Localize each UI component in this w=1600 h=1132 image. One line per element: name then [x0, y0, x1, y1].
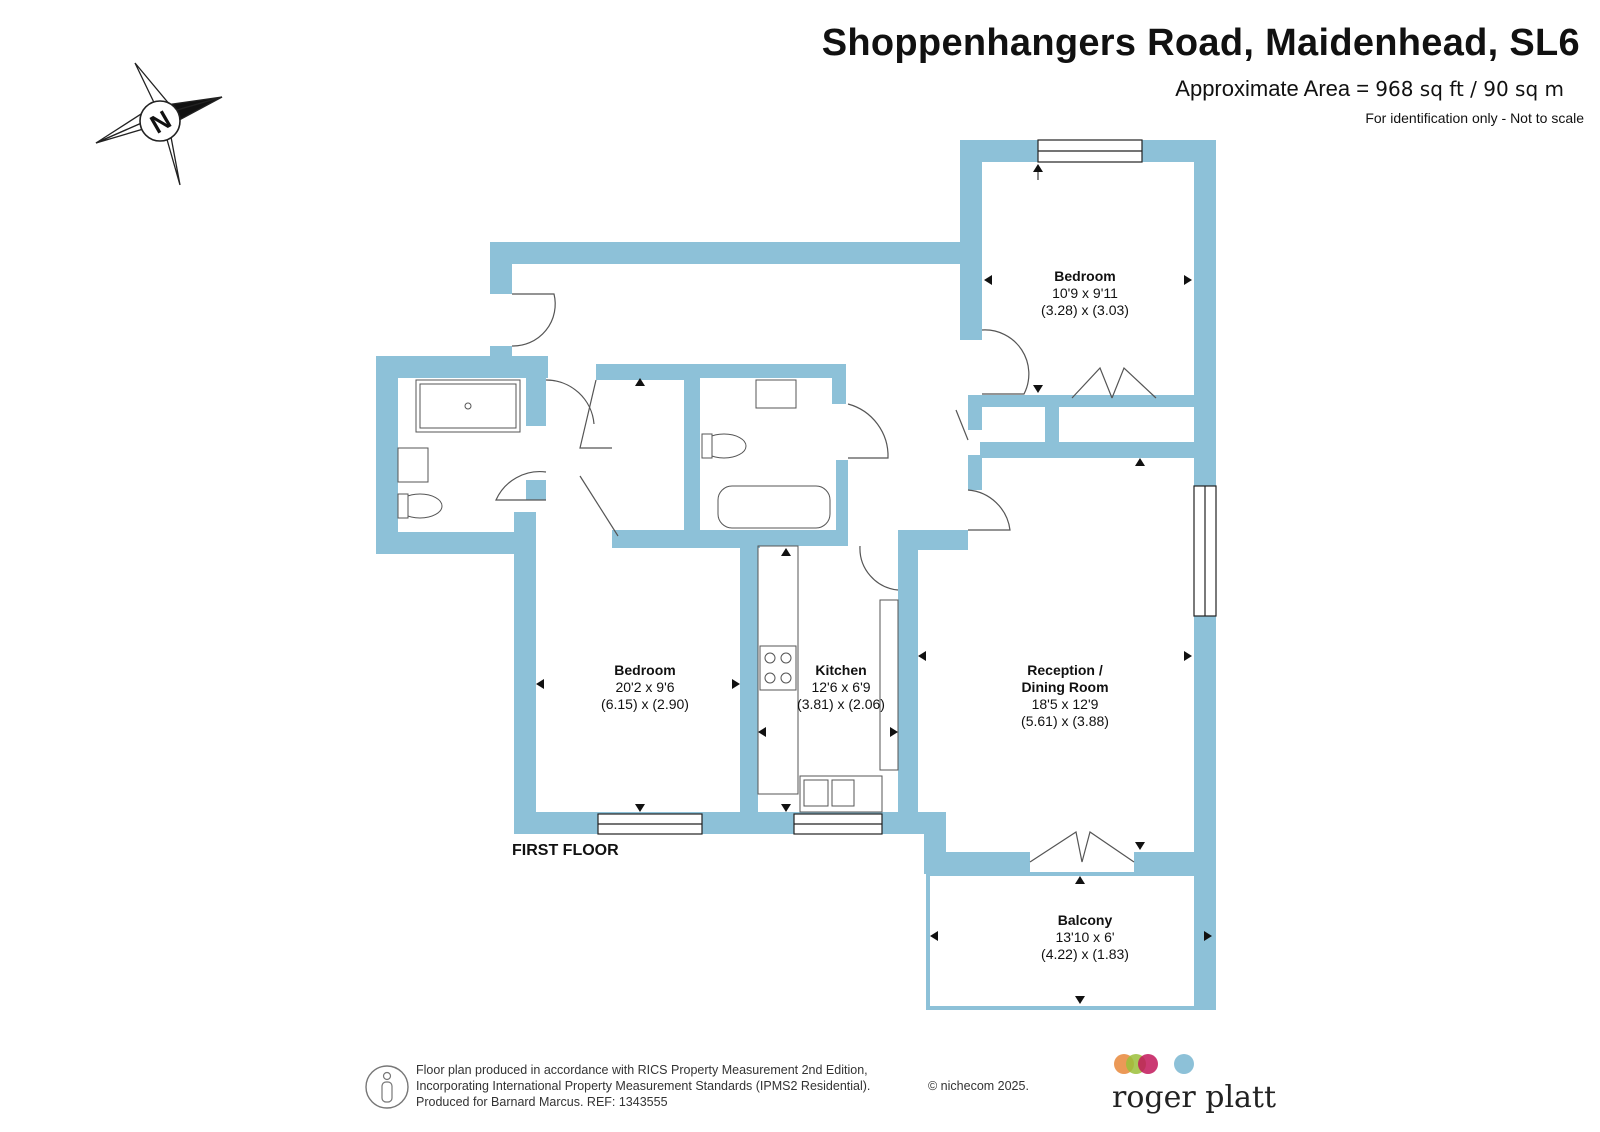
room-imperial: 10'9 x 9'11	[1052, 285, 1118, 301]
door-entrance	[511, 293, 556, 347]
hob	[759, 645, 797, 691]
brand-name: roger platt	[1112, 1080, 1277, 1115]
wall-wardrobe-east	[684, 364, 700, 536]
footer-text: Floor plan produced in accordance with R…	[416, 1062, 936, 1110]
wall-hall-north	[490, 242, 982, 264]
logo-dot-magenta	[1138, 1054, 1158, 1074]
wall-shower-west	[376, 356, 398, 554]
door-reception	[967, 489, 1011, 531]
footer-line3: Produced for Barnard Marcus. REF: 134355…	[416, 1095, 668, 1109]
wall-shower-east-lower	[526, 480, 546, 500]
logo-dot-blue	[1174, 1054, 1194, 1074]
room-label-kitchen: Kitchen 12'6 x 6'9 (3.81) x (2.06)	[776, 662, 906, 713]
room-name-line1: Reception /	[1027, 662, 1103, 678]
kitchen-counter-east	[879, 599, 899, 771]
wall-shower-east-upper	[526, 356, 546, 426]
scale-note: For identification only - Not to scale	[1365, 110, 1584, 126]
wall-reception-north	[980, 442, 1196, 458]
windows	[597, 139, 1217, 835]
dimension-arrows	[536, 164, 1212, 1004]
room-label-bedroom-left: Bedroom 20'2 x 9'6 (6.15) x (2.90)	[570, 662, 720, 713]
wall-cupboard	[1045, 400, 1059, 444]
wall-hall-west-upper	[490, 242, 512, 294]
kitchen-counter	[757, 545, 799, 795]
balcony-doors	[1029, 831, 1135, 863]
wall-bedroom-kitchen	[740, 538, 758, 814]
room-metric: (3.28) x (3.03)	[1041, 302, 1129, 318]
room-name: Balcony	[1057, 912, 1113, 928]
balcony-outline	[926, 872, 1216, 1010]
door-top-bedroom	[981, 329, 1030, 395]
wall-bath-north	[700, 364, 810, 378]
wall-shower-north	[376, 356, 548, 378]
room-imperial: 12'6 x 6'9	[811, 679, 871, 695]
wall-reception-south-right	[1134, 852, 1216, 874]
doors	[495, 293, 1157, 863]
room-imperial: 18'5 x 12'9	[1031, 696, 1099, 712]
wall-reception-south-left	[924, 852, 1030, 874]
wall-bedroom-south	[980, 395, 1196, 407]
room-label-reception: Reception / Dining Room 18'5 x 12'9 (5.6…	[990, 662, 1140, 730]
floor-label: FIRST FLOOR	[512, 842, 619, 859]
room-name: Kitchen	[815, 662, 867, 678]
bath-basin	[755, 379, 797, 409]
person-icon	[365, 1065, 409, 1109]
wall-balcony-west	[924, 812, 946, 862]
wall-bath-corner	[808, 364, 846, 404]
wall-bedroom-west	[514, 512, 536, 834]
room-name: Bedroom	[1054, 268, 1116, 284]
wall-stub-a	[968, 395, 982, 430]
bathtub	[717, 485, 831, 529]
area-value: 968 sq ft / 90 sq m	[1375, 77, 1564, 101]
footer-line2: Incorporating International Property Mea…	[416, 1079, 871, 1093]
door-hall-a	[545, 379, 595, 425]
room-label-balcony: Balcony 13'10 x 6' (4.22) x (1.83)	[1010, 912, 1160, 963]
wall-bath-south	[700, 530, 848, 546]
fixtures	[397, 379, 899, 813]
shower-basin	[397, 447, 429, 483]
page-title: Shoppenhangers Road, Maidenhead, SL6	[821, 22, 1580, 64]
compass-rose-icon: N	[95, 62, 223, 186]
wall-shower-south	[376, 532, 536, 554]
footer-copyright: © nichecom 2025.	[928, 1079, 1029, 1093]
wall-top-bedroom-west	[960, 140, 982, 340]
wall-stub-b	[968, 455, 982, 490]
door-bath	[847, 403, 889, 459]
room-metric: (6.15) x (2.90)	[601, 696, 689, 712]
room-imperial: 20'2 x 9'6	[615, 679, 675, 695]
approximate-area: Approximate Area = 968 sq ft / 90 sq m	[900, 76, 1564, 102]
footer-line1: Floor plan produced in accordance with R…	[416, 1063, 868, 1077]
room-metric: (4.22) x (1.83)	[1041, 946, 1129, 962]
room-metric: (5.61) x (3.88)	[1021, 713, 1109, 729]
wall-bath-east	[836, 460, 848, 536]
area-label: Approximate Area =	[1175, 76, 1370, 101]
room-label-bedroom-top: Bedroom 10'9 x 9'11 (3.28) x (3.03)	[1010, 268, 1160, 319]
door-shower	[495, 471, 547, 501]
wall-wardrobe-north	[596, 364, 700, 380]
room-metric: (3.81) x (2.06)	[797, 696, 885, 712]
room-name: Bedroom	[614, 662, 676, 678]
brand-logo-dots-icon	[1114, 1054, 1194, 1074]
room-name-line2: Dining Room	[1021, 679, 1109, 695]
wall-kitchen-east	[898, 530, 918, 830]
room-imperial: 13'10 x 6'	[1055, 929, 1115, 945]
wardrobe-doors-top	[1071, 366, 1157, 399]
door-kitchen	[859, 545, 899, 591]
